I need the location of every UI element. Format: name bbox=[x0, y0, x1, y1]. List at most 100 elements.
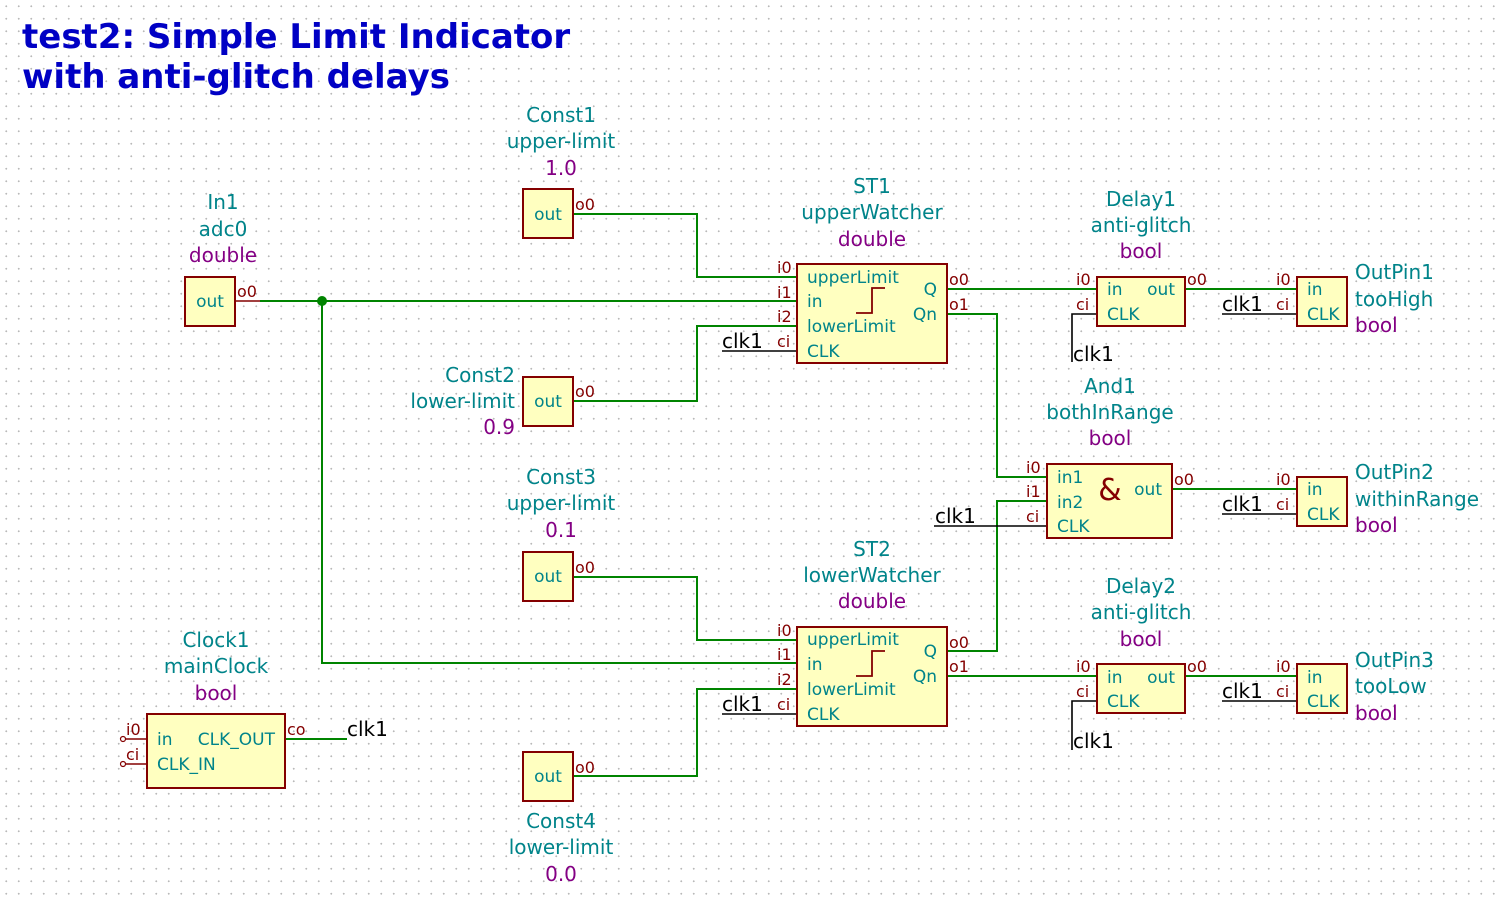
wire-st1qn-and1 bbox=[947, 313, 1047, 478]
clock1-pin-i0: i0 bbox=[126, 720, 141, 739]
clock1-i0-unconnected-icon bbox=[119, 735, 127, 743]
delay2-pin-i0: i0 bbox=[1076, 657, 1091, 676]
st1-pin-ci: ci bbox=[777, 332, 790, 351]
st1-pin-i2: i2 bbox=[777, 307, 792, 326]
delay2-port-clk: CLK bbox=[1107, 692, 1140, 712]
outpin2-name: withinRange bbox=[1355, 487, 1479, 511]
st1-port-q: Q bbox=[924, 280, 937, 300]
wire-const1-st1 bbox=[573, 213, 797, 278]
wire-const2-st1 bbox=[573, 325, 797, 402]
delay2-type: bool bbox=[1120, 627, 1163, 651]
outpin3-clk-net-label: clk1 bbox=[1222, 679, 1263, 703]
const4-ref: Const4 bbox=[526, 809, 596, 833]
const4-value: 0.0 bbox=[545, 862, 577, 886]
clk-net-stubs bbox=[722, 313, 1297, 750]
clock1-name: mainClock bbox=[164, 654, 269, 678]
outpin1-pin-i0: i0 bbox=[1276, 270, 1291, 289]
delay1-box bbox=[1096, 276, 1186, 327]
outpin3-name: tooLow bbox=[1355, 674, 1427, 698]
block-clock1[interactable]: Clock1 mainClock bool in CLK_OUT CLK_IN … bbox=[119, 628, 388, 789]
delay1-port-in: in bbox=[1107, 280, 1123, 300]
block-outpin1[interactable]: in CLK i0 ci clk1 OutPin1 tooHigh bool bbox=[1222, 260, 1434, 337]
outpin1-port-clk: CLK bbox=[1307, 305, 1340, 325]
outpin3-port-in: in bbox=[1307, 668, 1323, 688]
outpin2-clk-net-label: clk1 bbox=[1222, 492, 1263, 516]
outpin2-pin-ci: ci bbox=[1276, 495, 1289, 514]
outpin2-port-in: in bbox=[1307, 480, 1323, 500]
st1-pin-i0: i0 bbox=[777, 258, 792, 277]
outpin3-pin-i0: i0 bbox=[1276, 657, 1291, 676]
wire-const3-st2 bbox=[573, 576, 797, 641]
wire-adc0-st2 bbox=[321, 301, 797, 664]
st1-port-qn: Qn bbox=[913, 305, 937, 325]
and1-box bbox=[1046, 463, 1173, 539]
and1-port-out: out bbox=[1134, 480, 1162, 500]
outpin3-port-clk: CLK bbox=[1307, 692, 1340, 712]
delay1-name: anti-glitch bbox=[1091, 213, 1192, 237]
clock1-box bbox=[146, 713, 286, 789]
const2-ref: Const2 bbox=[445, 363, 515, 387]
clock1-type: bool bbox=[195, 681, 238, 705]
outpin2-type: bool bbox=[1355, 513, 1398, 537]
const2-box bbox=[522, 376, 574, 427]
delay2-name: anti-glitch bbox=[1091, 600, 1192, 624]
outpin2-pin-i0: i0 bbox=[1276, 470, 1291, 489]
st1-clk-net-label: clk1 bbox=[722, 329, 763, 353]
in1-box bbox=[184, 276, 236, 327]
block-const2[interactable]: Const2 lower-limit 0.9 out o0 bbox=[410, 363, 595, 439]
block-const1[interactable]: Const1 upper-limit 1.0 out o0 bbox=[507, 103, 616, 239]
const4-pin-o0: o0 bbox=[575, 758, 595, 777]
block-outpin2[interactable]: in CLK i0 ci clk1 OutPin2 withinRange bo… bbox=[1222, 460, 1479, 537]
and1-pin-i1: i1 bbox=[1026, 482, 1041, 501]
st2-port-lower: lowerLimit bbox=[807, 680, 896, 700]
block-delay1[interactable]: Delay1 anti-glitch bool in out CLK i0 ci… bbox=[1073, 187, 1207, 366]
delay1-port-out: out bbox=[1147, 280, 1175, 300]
st2-pin-i2: i2 bbox=[777, 670, 792, 689]
st1-port-upper: upperLimit bbox=[807, 268, 899, 288]
const4-box bbox=[522, 751, 574, 802]
delay2-pin-ci: ci bbox=[1076, 682, 1089, 701]
st1-port-clk: CLK bbox=[807, 342, 840, 362]
clock1-input-pin-lines bbox=[124, 738, 147, 765]
block-const4[interactable]: out o0 Const4 lower-limit 0.0 bbox=[509, 751, 614, 886]
const2-name: lower-limit bbox=[410, 389, 515, 413]
delay1-ref: Delay1 bbox=[1106, 187, 1176, 211]
and1-name: bothInRange bbox=[1046, 400, 1173, 424]
block-delay2[interactable]: Delay2 anti-glitch bool in out CLK i0 ci… bbox=[1073, 574, 1207, 753]
block-and1[interactable]: And1 bothInRange bool in1 in2 CLK out & … bbox=[935, 374, 1194, 539]
clock1-clk-net-label: clk1 bbox=[347, 717, 388, 741]
and1-ref: And1 bbox=[1084, 374, 1136, 398]
and1-port-in2: in2 bbox=[1057, 493, 1083, 513]
and1-pin-o0: o0 bbox=[1174, 470, 1194, 489]
const2-pin-o0: o0 bbox=[575, 382, 595, 401]
st1-port-in: in bbox=[807, 292, 823, 312]
st1-ref: ST1 bbox=[853, 174, 891, 198]
in1-type: double bbox=[189, 243, 257, 267]
st2-port-upper: upperLimit bbox=[807, 630, 899, 650]
outpin1-type: bool bbox=[1355, 313, 1398, 337]
st2-pin-ci: ci bbox=[777, 695, 790, 714]
outpin1-port-in: in bbox=[1307, 280, 1323, 300]
outpin3-pin-ci: ci bbox=[1276, 682, 1289, 701]
st2-port-clk: CLK bbox=[807, 705, 840, 725]
and1-pin-ci: ci bbox=[1026, 507, 1039, 526]
block-in1[interactable]: In1 adc0 double out o0 bbox=[184, 190, 260, 327]
block-outpin3[interactable]: in CLK i0 ci clk1 OutPin3 tooLow bool bbox=[1222, 648, 1434, 725]
st2-pin-i0: i0 bbox=[777, 621, 792, 640]
st2-pin-o1: o1 bbox=[949, 657, 969, 676]
junction-dot bbox=[317, 296, 327, 306]
wires bbox=[260, 213, 1297, 777]
outpin1-clk-net-label: clk1 bbox=[1222, 292, 1263, 316]
block-st1[interactable]: ST1 upperWatcher double upperLimit in lo… bbox=[722, 174, 969, 364]
const1-ref: Const1 bbox=[526, 103, 596, 127]
schematic-title-line1: test2: Simple Limit Indicator bbox=[22, 17, 570, 57]
in1-ref: In1 bbox=[207, 190, 238, 214]
const3-port-out: out bbox=[534, 567, 562, 587]
const1-pin-o0: o0 bbox=[575, 195, 595, 214]
const2-port-out: out bbox=[534, 392, 562, 412]
block-st2[interactable]: ST2 lowerWatcher double upperLimit in lo… bbox=[722, 537, 969, 727]
block-const3[interactable]: Const3 upper-limit 0.1 out o0 bbox=[507, 465, 616, 602]
const3-pin-o0: o0 bbox=[575, 558, 595, 577]
and1-port-clk: CLK bbox=[1057, 517, 1090, 537]
